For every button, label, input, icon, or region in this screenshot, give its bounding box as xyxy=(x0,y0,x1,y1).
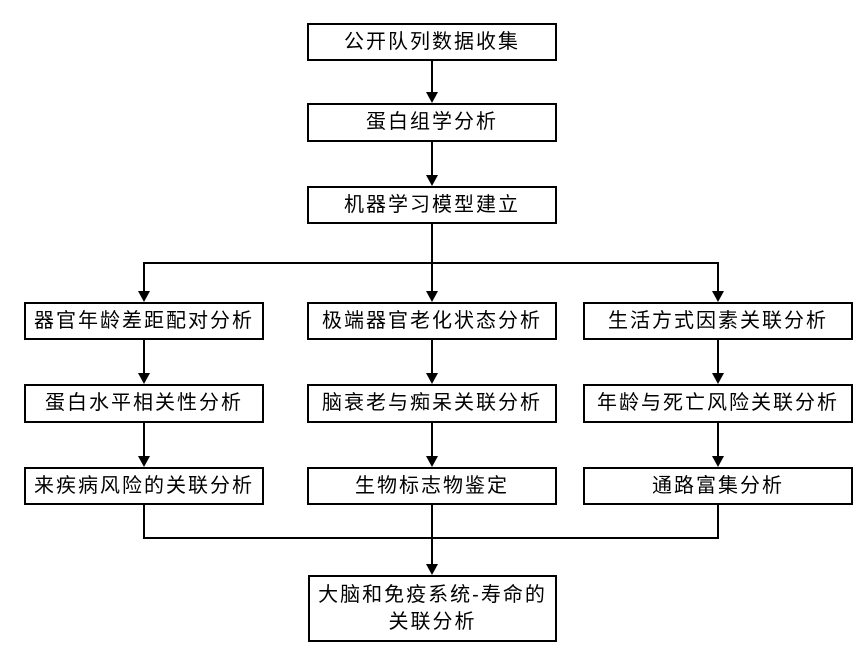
box-organ-age-gap-pairing: 器官年龄差距配对分析 xyxy=(24,302,264,340)
box-brain-aging-dementia: 脑衰老与痴呆关联分析 xyxy=(307,384,557,423)
box-machine-learning-model: 机器学习模型建立 xyxy=(307,186,557,224)
box-age-mortality-risk: 年龄与死亡风险关联分析 xyxy=(583,384,853,423)
connector-arrows xyxy=(138,92,724,575)
box-disease-risk-association: 来疾病风险的关联分析 xyxy=(24,467,264,505)
box-biomarker-identification: 生物标志物鉴定 xyxy=(307,467,557,505)
box-extreme-organ-aging: 极端器官老化状态分析 xyxy=(307,302,557,340)
connector-lines xyxy=(143,61,719,565)
box-cohort-data-collection: 公开队列数据收集 xyxy=(307,23,557,61)
box-proteomics-analysis: 蛋白组学分析 xyxy=(307,103,557,142)
box-protein-level-correlation: 蛋白水平相关性分析 xyxy=(24,384,264,423)
box-brain-immune-lifespan-association: 大脑和免疫系统-寿命的 关联分析 xyxy=(308,575,557,642)
box-lifestyle-factor-association: 生活方式因素关联分析 xyxy=(583,302,853,340)
box-pathway-enrichment: 通路富集分析 xyxy=(583,467,853,505)
